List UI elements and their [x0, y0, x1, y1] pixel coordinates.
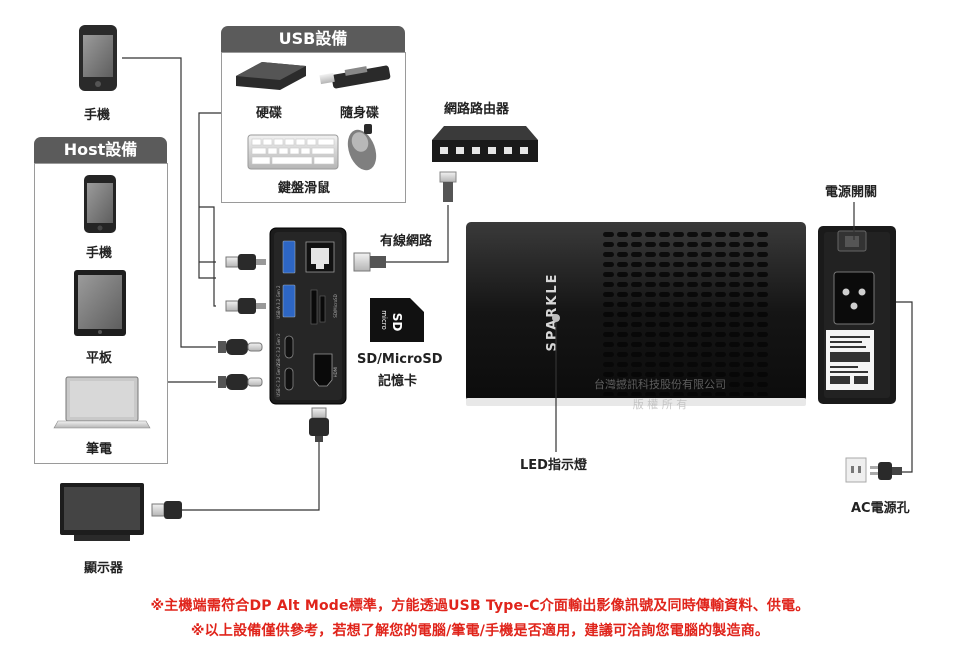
dock-main-body: SPARKLE 台灣撼訊科技股份有限公司 版 權 所 有	[466, 222, 806, 411]
host-phone-icon	[84, 175, 116, 233]
router-label: 網路路由器	[444, 102, 510, 117]
phone-top-label: 手機	[84, 108, 111, 123]
ac-socket-icon	[845, 457, 902, 483]
mouse-icon	[347, 124, 377, 171]
sd-card-label-2: 記憶卡	[378, 374, 418, 389]
usb-group-panel	[221, 52, 406, 203]
line-usb-group-c	[199, 206, 216, 307]
ethernet-plug-side-icon	[353, 252, 386, 272]
phone-top-icon	[79, 25, 117, 91]
flash-drive-label: 隨身碟	[340, 106, 380, 121]
ethernet-plug-top-icon	[439, 171, 457, 202]
power-side-panel	[818, 226, 896, 404]
flash-drive-icon	[319, 65, 391, 89]
wired-network-label: 有線網路	[380, 234, 433, 249]
tablet-label: 平板	[86, 351, 113, 366]
monitor-plug-icon	[151, 501, 182, 519]
hard-drive-icon	[236, 62, 306, 90]
sd-logo: SD	[390, 313, 404, 332]
host-group-title: Host設備	[34, 137, 167, 163]
usb-c-plug-a-icon	[218, 339, 263, 355]
line-network	[386, 205, 449, 263]
laptop-label: 筆電	[86, 442, 113, 457]
monitor-icon	[60, 483, 144, 541]
laptop-icon	[53, 376, 151, 429]
usb-plug-a-icon	[225, 254, 266, 270]
port-label: SD/MicroSD	[333, 294, 338, 317]
keyboard-mouse-label: 鍵盤滑鼠	[278, 181, 331, 196]
hub-port-side	[269, 227, 347, 405]
usb-group-title: USB設備	[221, 26, 405, 52]
hdd-label: 硬碟	[256, 106, 283, 121]
connection-lines	[122, 57, 913, 511]
led-label: LED指示燈	[520, 458, 587, 473]
brand-logo: SPARKLE	[545, 272, 560, 351]
line-usb-group-a	[198, 112, 221, 279]
power-switch-label: 電源開關	[825, 185, 878, 200]
usb-plug-b-icon	[225, 298, 266, 314]
monitor-label: 顯示器	[84, 561, 124, 576]
line-monitor	[180, 440, 320, 511]
port-label: HDMI	[333, 367, 338, 378]
port-label: USB-C 3.2 Gen 2	[276, 333, 281, 367]
usb-c-plug-b-icon	[218, 374, 263, 390]
line-phone-top	[122, 57, 216, 348]
note-line-2: ※以上設備僅供參考，若想了解您的電腦/筆電/手機是否適用，建議可洽詢您電腦的製造…	[190, 623, 770, 639]
sd-card-icon: SD micro	[370, 298, 424, 342]
hdmi-plug-icon	[309, 407, 329, 442]
watermark-line1: 台灣撼訊科技股份有限公司	[594, 377, 726, 391]
micro-logo: micro	[380, 310, 388, 330]
host-phone-label: 手機	[86, 246, 113, 261]
watermark-line2: 版 權 所 有	[633, 397, 688, 411]
router-icon	[432, 126, 538, 162]
led-indicator	[552, 314, 560, 322]
port-label: USB-C 3.2 Gen 2	[276, 363, 281, 397]
ac-socket-label: AC電源孔	[851, 501, 910, 516]
note-line-1: ※主機端需符合DP Alt Mode標準，方能透過USB Type-C介面輸出影…	[150, 598, 810, 614]
tablet-icon	[74, 270, 126, 336]
host-group-panel	[34, 163, 168, 464]
sd-card-label: SD/MicroSD	[357, 352, 443, 367]
port-label: USB-A 3.2 Gen 2	[276, 285, 281, 319]
keyboard-icon	[247, 134, 339, 170]
